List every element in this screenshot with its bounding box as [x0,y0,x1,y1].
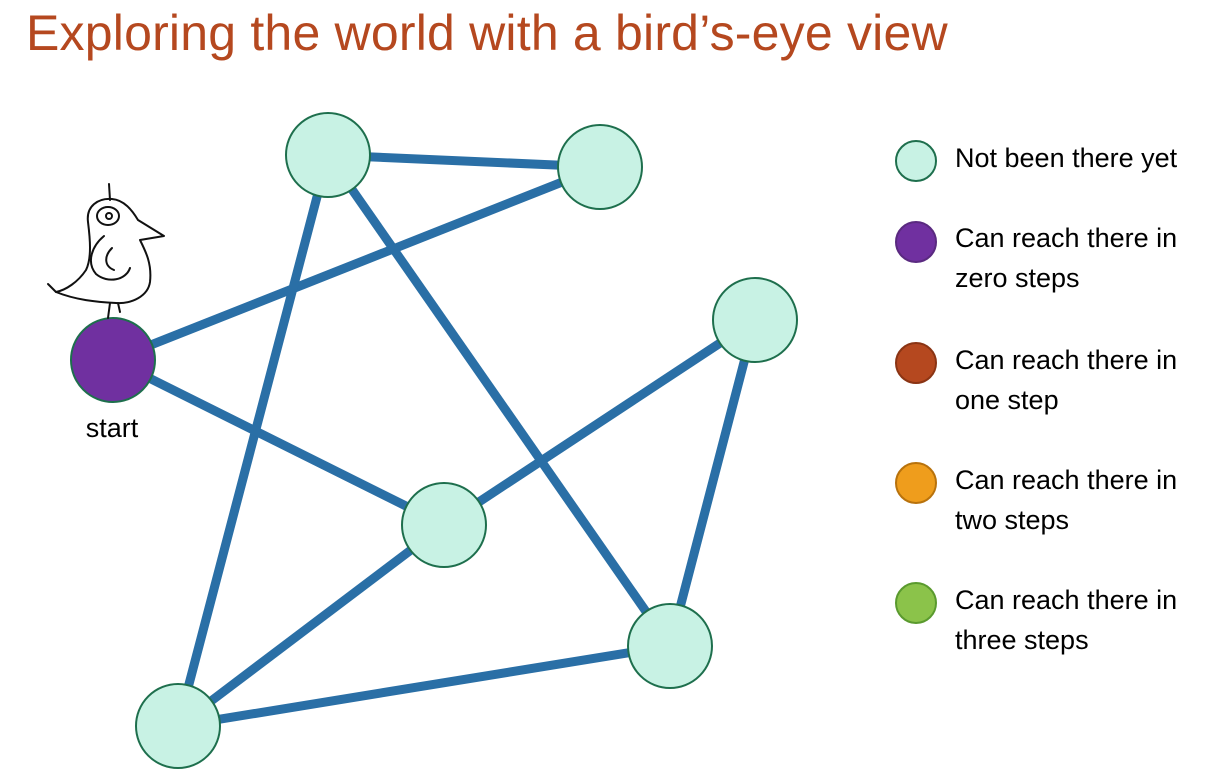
legend-item-one-step: Can reach there in one step [895,340,1221,460]
edge-top-left-top-right [363,152,565,170]
legend-label: Can reach there in three steps [955,585,1178,655]
edge-center-right [471,336,728,509]
legend-item-zero-steps: Can reach there in zero steps [895,218,1221,340]
legend-swatch-unvisited [895,140,937,182]
legend-swatch-two-steps [895,462,937,504]
legend-swatch-zero-steps [895,221,937,263]
legend-item-two-steps: Can reach there in two steps [895,460,1221,580]
legend-item-three-steps: Can reach there in three steps [895,580,1221,670]
legend-label: Can reach there in zero steps [955,223,1178,293]
legend: Not been there yet Can reach there in ze… [895,138,1221,670]
node-bottom-right [627,603,713,689]
start-label: start [86,413,139,443]
legend-label: Not been there yet [955,143,1178,173]
node-top-left [285,112,371,198]
graph-edges [143,152,751,725]
edge-bottom-left-bottom-right [212,647,636,725]
legend-label: Can reach there in one step [955,345,1178,415]
node-center [401,482,487,568]
edge-start-center [143,372,414,513]
legend-swatch-one-step [895,342,937,384]
legend-label: Can reach there in two steps [955,465,1178,535]
node-start [70,317,156,403]
edge-top-left-bottom-right [344,181,654,620]
edge-right-bottom-right [674,353,751,613]
edge-top-left-bottom-left [182,188,324,693]
legend-item-unvisited: Not been there yet [895,138,1221,218]
legend-swatch-three-steps [895,582,937,624]
graph-nodes [70,112,798,769]
node-right [712,277,798,363]
node-bottom-left [135,683,221,769]
slide-title: Exploring the world with a bird’s-eye vi… [26,5,948,61]
node-top-right [557,124,643,210]
edge-start-top-right [144,176,569,351]
edge-center-bottom-left [204,543,418,708]
bird-icon [47,183,165,319]
